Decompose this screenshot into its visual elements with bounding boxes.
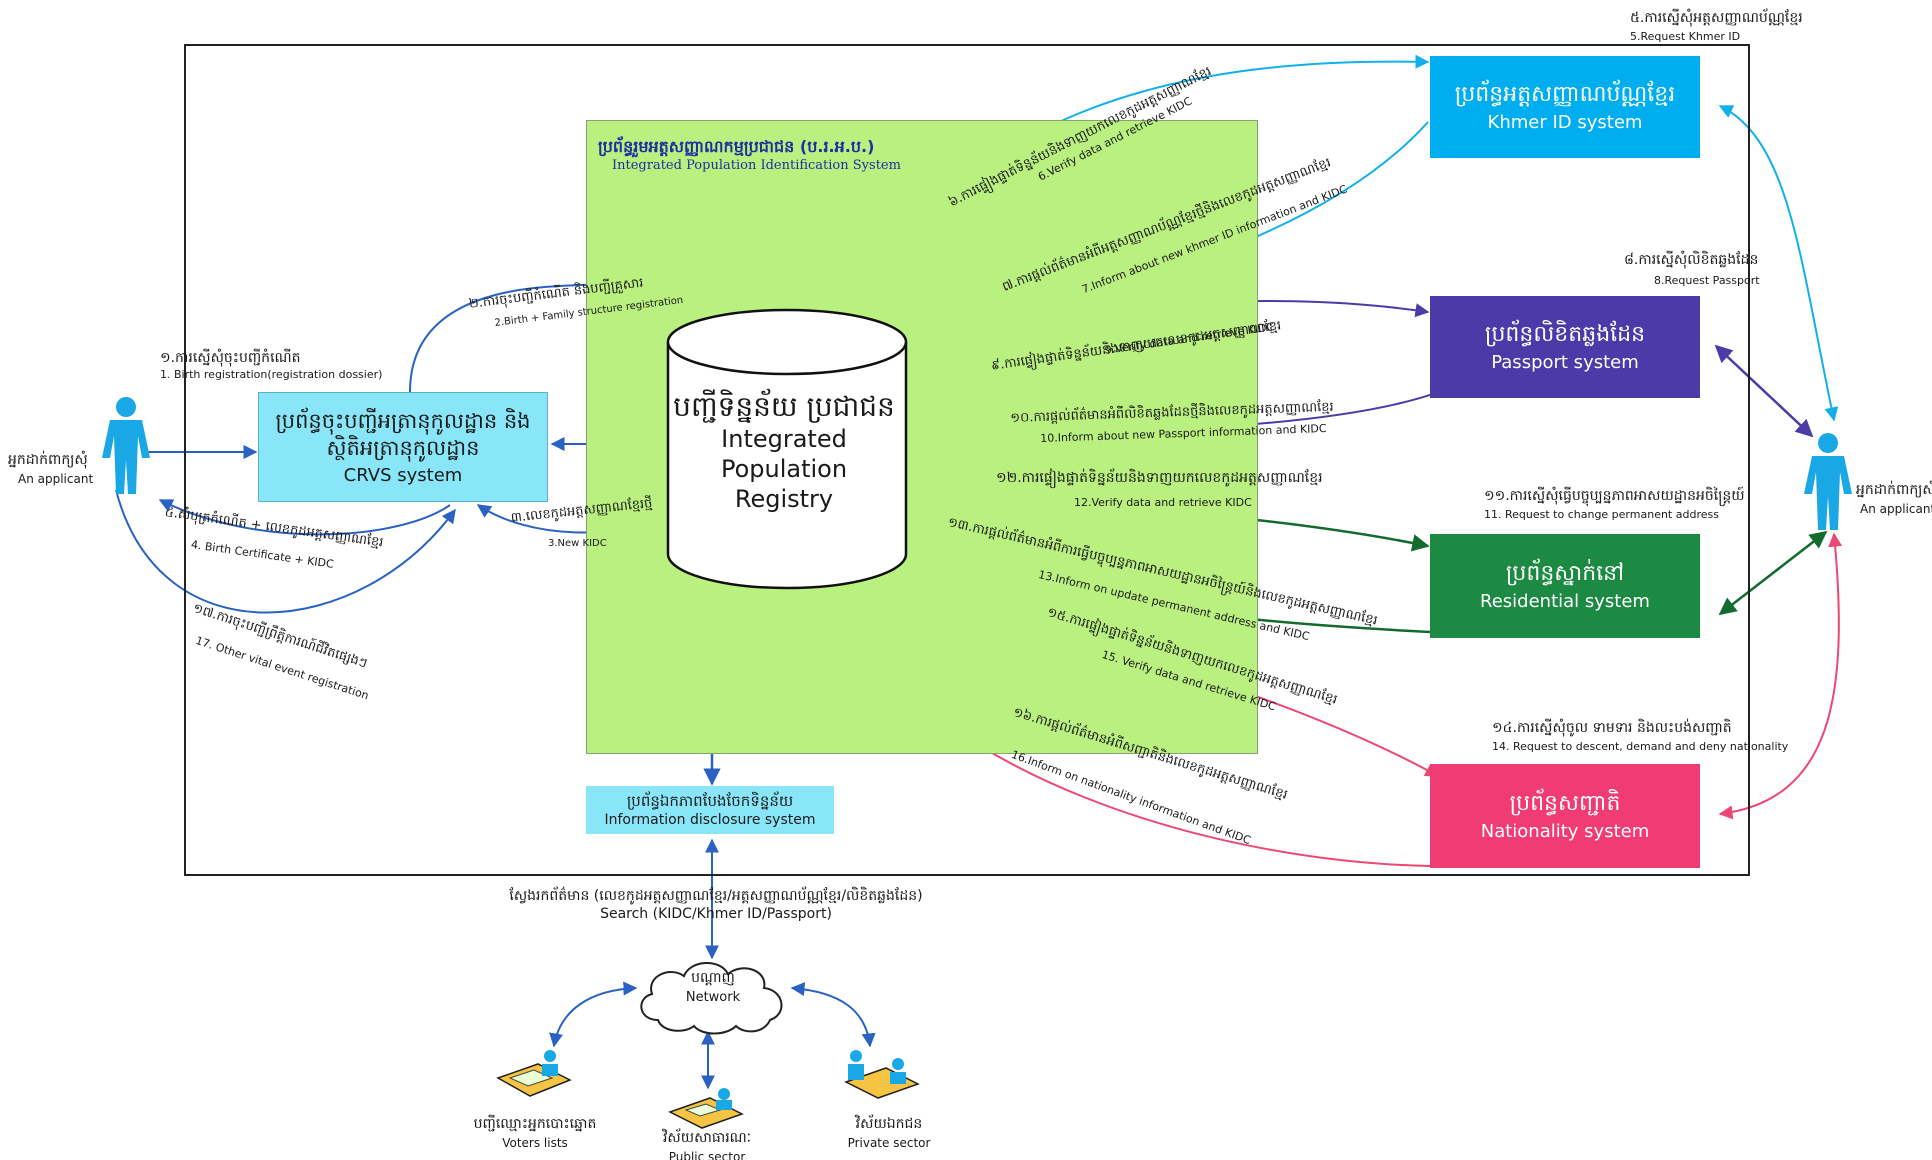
applicant-left-label-en: An applicant	[18, 472, 94, 486]
voters-desk-icon	[496, 1050, 572, 1097]
arrow-8-request-passport	[1714, 344, 1814, 438]
public-sector-desk-icon	[668, 1088, 744, 1129]
residential-system-box: ប្រព័ន្ធស្នាក់នៅ Residential system	[1430, 534, 1700, 638]
applicant-right-label-en: An applicant	[1860, 502, 1932, 516]
private-sector-label-km: វិស័យឯកជន	[855, 1116, 923, 1132]
flow-11-label-km: ១១.ការស្នើសុំធ្វើបច្ចុប្បន្នភាពអាសយដ្ឋាន…	[1484, 488, 1745, 504]
arrow-4-birth-cert	[158, 499, 451, 536]
registry-database-icon	[666, 308, 908, 590]
khmer-id-system-box: ប្រព័ន្ធអត្តសញ្ញាណប័ណ្ណខ្មែរ Khmer ID sy…	[1430, 56, 1700, 158]
applicant-left-person-icon	[102, 397, 150, 494]
crvs-label-km: ប្រព័ន្ធចុះបញ្ជីអត្រានុកូលដ្ឋាន និងស្ថិត…	[275, 409, 531, 460]
khmer-id-label-en: Khmer ID system	[1487, 112, 1643, 134]
flow-3-label-en: 3.New KIDC	[548, 538, 607, 549]
integrated-system-title-en: Integrated Population Identification Sys…	[612, 158, 901, 173]
network-label-km: បណ្តាញ	[691, 970, 735, 986]
public-sector-label-km: វិស័យសាធារណៈ	[662, 1130, 751, 1146]
nationality-label-km: ប្រព័ន្ធសញ្ជាតិ	[1509, 790, 1621, 816]
flow-5-label-en: 5.Request Khmer ID	[1630, 30, 1741, 43]
network-label-en: Network	[685, 990, 741, 1005]
crvs-system-box: ប្រព័ន្ធចុះបញ្ជីអត្រានុកូលដ្ឋាន និងស្ថិត…	[258, 392, 548, 502]
arrow-17-vital-event	[115, 489, 456, 614]
khmer-id-label-km: ប្រព័ន្ធអត្តសញ្ញាណប័ណ្ណខ្មែរ	[1454, 81, 1676, 107]
flow-8-label-km: ៨.ការស្នើសុំលិខិតឆ្លងដែន	[1624, 252, 1759, 268]
applicant-right-person-icon	[1804, 433, 1852, 530]
arrow-5-request-id	[1718, 105, 1839, 422]
voters-label-en: Voters lists	[502, 1136, 568, 1150]
disclosure-system-box: ប្រព័ន្ធឯកភាពបែងចែកទិន្នន័យ Information …	[586, 786, 834, 834]
crvs-label-en: CRVS system	[343, 464, 463, 486]
nationality-label-en: Nationality system	[1480, 821, 1650, 843]
registry-label-km: បញ្ជីទិន្នន័យ ប្រជាជន	[673, 390, 895, 423]
flow-5-label-km: ៥.ការស្នើសុំអត្តសញ្ញាណប័ណ្ណខ្មែរ	[1630, 10, 1803, 26]
flow-1-label-en: 1. Birth registration(registration dossi…	[160, 368, 383, 381]
applicant-left-label-km: អ្នកដាក់ពាក្យសុំ	[8, 452, 88, 468]
applicant-right-label-km: អ្នកដាក់ពាក្យសុំ	[1856, 482, 1932, 498]
disclosure-label-en: Information disclosure system	[604, 811, 816, 828]
flow-14-label-km: ១៤.ការស្នើសុំចូល ទាមទារ និងលះបង់សញ្ជាតិ	[1492, 720, 1732, 736]
search-label-km: ស្វែងរកព័ត៌មាន (លេខកូដអត្តសញ្ញាណខ្មែរ/អត…	[509, 888, 923, 904]
integrated-system-title-km: ប្រព័ន្ធរួមអត្តសញ្ញាណកម្មប្រជាជន (ប.រ.អ.…	[598, 137, 875, 156]
residential-label-km: ប្រព័ន្ធស្នាក់នៅ	[1505, 560, 1625, 586]
flow-14-label-en: 14. Request to descent, demand and deny …	[1492, 740, 1789, 753]
voters-label-km: បញ្ជីឈ្មោះអ្នកបោះឆ្នោត	[473, 1116, 597, 1132]
network-cloud-icon	[640, 961, 783, 1035]
flow-12-label-en: 12.Verify data and retrieve KIDC	[1074, 496, 1252, 509]
flow-11-label-en: 11. Request to change permanent address	[1484, 508, 1719, 521]
registry-label: បញ្ជីទិន្នន័យ ប្រជាជន Integrated Populat…	[672, 390, 896, 514]
arrow-network-private	[790, 982, 876, 1048]
arrow-network-voters	[549, 981, 638, 1048]
outer-frame	[184, 44, 1750, 876]
disclosure-label-km: ប្រព័ន្ធឯកភាពបែងចែកទិន្នន័យ	[626, 792, 794, 811]
nationality-system-box: ប្រព័ន្ធសញ្ជាតិ Nationality system	[1430, 764, 1700, 868]
passport-system-box: ប្រព័ន្ធលិខិតឆ្លងដែន Passport system	[1430, 296, 1700, 398]
public-sector-label-en: Public sector	[668, 1150, 746, 1160]
flow-12-label-km: ១២.ការផ្ទៀងផ្ទាត់ទិន្នន័យនិងទាញយកលេខកូដអ…	[996, 470, 1323, 486]
passport-label-en: Passport system	[1491, 352, 1639, 374]
flow-1-label-km: ១.ការស្នើសុំចុះបញ្ជីកំណើត	[160, 350, 301, 366]
private-sector-label-en: Private sector	[847, 1136, 931, 1150]
search-label-en: Search (KIDC/Khmer ID/Passport)	[600, 906, 832, 922]
private-sector-desk-icon	[844, 1050, 920, 1099]
registry-label-en: Integrated Population Registry	[720, 424, 848, 513]
arrow-14-request-nationality	[1718, 532, 1843, 820]
flow-8-label-en: 8.Request Passport	[1654, 274, 1760, 287]
passport-label-km: ប្រព័ន្ធលិខិតឆ្លងដែន	[1484, 321, 1646, 347]
residential-label-en: Residential system	[1480, 591, 1650, 613]
